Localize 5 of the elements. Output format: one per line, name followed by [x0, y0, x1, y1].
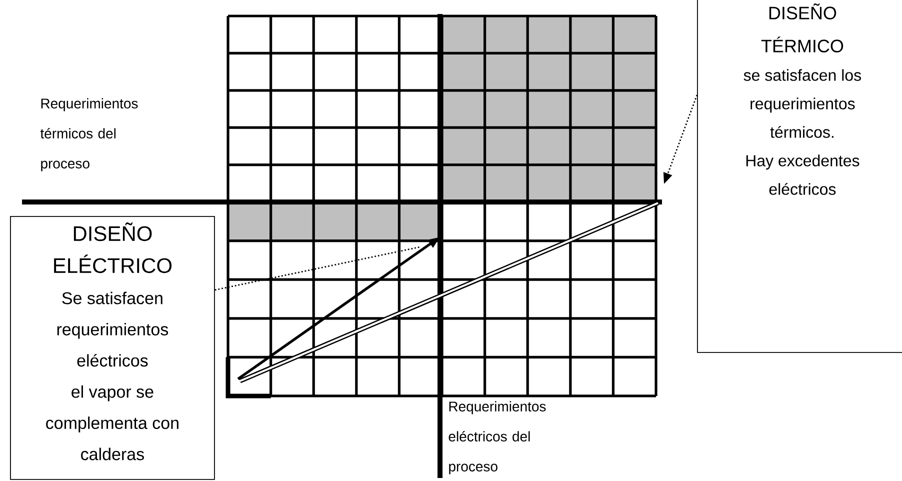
text-box: DISEÑO TÉRMICO se satisfacen los requerimientos térmicos. Hay excedentes eléctricos: [697, 0, 902, 353]
text-box: DISEÑO ELÉCTRICO Se satisfacen requerimientos eléctricos el vapor se complementa con calderas: [10, 216, 215, 480]
axis-label: Requerimientos térmicos del proceso: [40, 98, 138, 172]
leader-line: [214, 246, 420, 291]
axis-label: Requerimientos eléctricos del proceso: [448, 401, 546, 474]
